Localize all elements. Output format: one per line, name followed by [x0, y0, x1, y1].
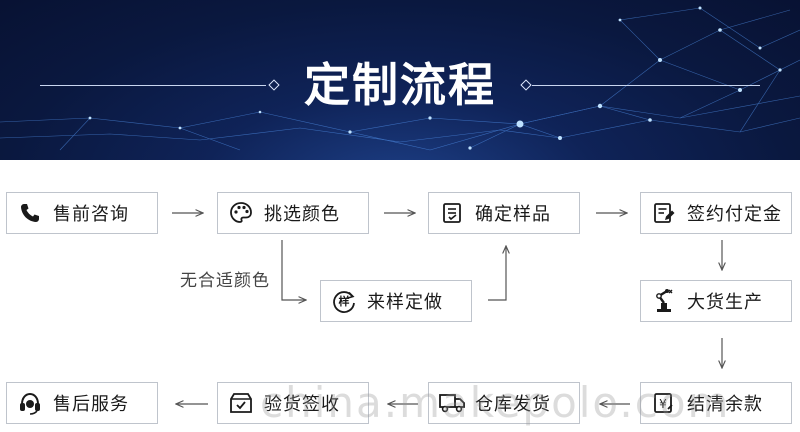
title-rule-left: [40, 85, 266, 86]
inspect-box-icon: [218, 383, 264, 423]
title-rule-right: [532, 85, 760, 86]
watermark: china.makepolo.com: [260, 378, 731, 427]
step-label: 挑选颜色: [264, 204, 340, 225]
arrow-color-to-custom: [281, 240, 306, 300]
network-background: [0, 6, 800, 151]
headset-icon: [7, 383, 53, 423]
step-custom-by-sample[interactable]: 样 来样定做: [320, 280, 472, 322]
step-label: 来样定做: [367, 292, 443, 313]
palette-icon: [218, 193, 264, 233]
document-check-icon: [429, 193, 475, 233]
step-inspect-sign[interactable]: 验货签收: [217, 382, 369, 424]
phone-icon: [7, 193, 53, 233]
no-color-note: 无合适颜色: [180, 271, 270, 291]
step-label: 大货生产: [687, 292, 763, 313]
sample-refresh-icon: 样: [321, 281, 367, 321]
svg-text:¥: ¥: [659, 397, 667, 411]
step-after-sales[interactable]: 售后服务: [6, 382, 158, 424]
step-presale-consult[interactable]: 售前咨询: [6, 192, 158, 234]
svg-text:样: 样: [339, 294, 350, 308]
arrow-custom-to-sample: [488, 246, 506, 301]
contract-sign-icon: [641, 193, 687, 233]
step-label: 结清余款: [687, 394, 763, 415]
step-pick-color[interactable]: 挑选颜色: [217, 192, 369, 234]
step-label: 售前咨询: [53, 204, 129, 225]
header-banner: 定制流程: [0, 0, 800, 160]
step-settle-balance[interactable]: ¥ 结清余款: [640, 382, 792, 424]
step-sign-deposit[interactable]: 签约付定金: [640, 192, 792, 234]
step-label: 仓库发货: [475, 394, 551, 415]
step-label: 验货签收: [264, 394, 340, 415]
step-label: 售后服务: [53, 394, 129, 415]
robot-arm-icon: [641, 281, 687, 321]
step-warehouse-shipping[interactable]: 仓库发货: [428, 382, 580, 424]
page-title: 定制流程: [304, 58, 496, 112]
step-bulk-production[interactable]: 大货生产: [640, 280, 792, 322]
step-label: 签约付定金: [687, 204, 782, 225]
delivery-truck-icon: [429, 383, 475, 423]
yuan-payment-icon: ¥: [641, 383, 687, 423]
step-label: 确定样品: [475, 204, 551, 225]
step-confirm-sample[interactable]: 确定样品: [428, 192, 580, 234]
